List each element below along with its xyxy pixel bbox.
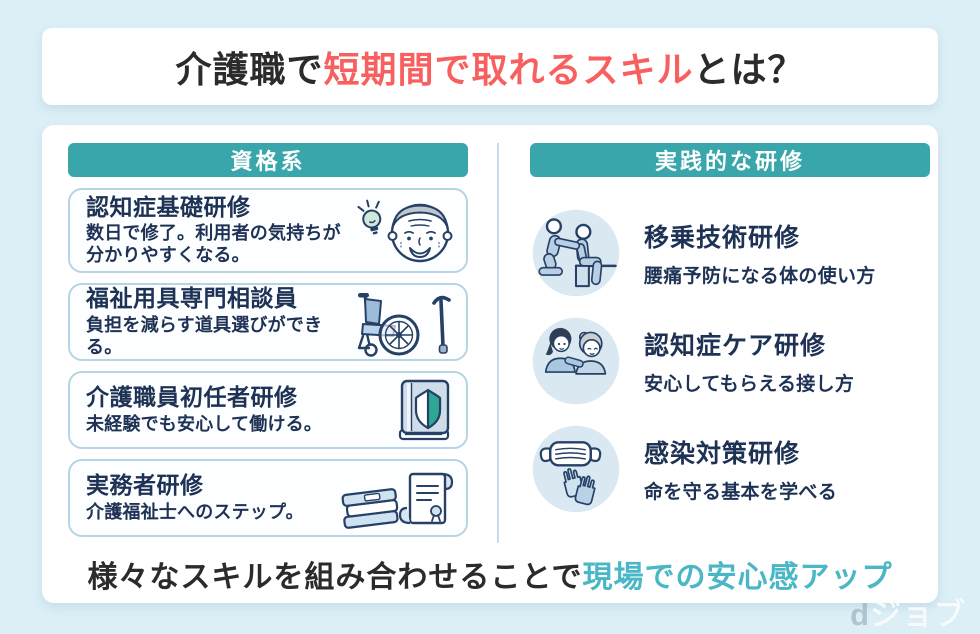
footer-message: 様々なスキルを組み合わせることで現場での安心感アップ: [42, 552, 938, 596]
qualifications-header: 資格系: [68, 143, 468, 177]
lightbulb-elderly-icon: [356, 196, 456, 266]
djob-logo-text: ジョブ: [870, 597, 966, 632]
footer-message-prefix: 様々なスキルを組み合わせることで: [87, 561, 583, 594]
books-certificate-icon: [338, 464, 456, 532]
cert-title: 認知症基礎研修: [86, 193, 251, 220]
training-desc: 命を守る基本を学べる: [644, 482, 838, 503]
dementia-care-icon: [530, 315, 622, 407]
cert-box-initial-training: 介護職員初任者研修 未経験でも安心して働ける。: [68, 371, 468, 449]
cert-title: 福祉用具専門相談員: [86, 285, 298, 312]
training-title: 移乗技術研修: [644, 224, 801, 252]
beginner-book-icon: [390, 376, 456, 444]
training-title: 感染対策研修: [644, 440, 801, 468]
training-item-transfer: 移乗技術研修 腰痛予防になる体の使い方: [530, 207, 930, 299]
page-title: 介護職で短期間で取れるスキルとは？: [175, 41, 804, 93]
footer-message-highlight: 現場での安心感アップ: [582, 561, 893, 594]
title-highlight: 短期間で取れるスキル: [323, 48, 694, 90]
djob-logo: dジョブ: [850, 589, 966, 634]
cert-desc: 介護福祉士へのステップ。: [86, 501, 304, 522]
title-card: 介護職で短期間で取れるスキルとは？: [42, 28, 938, 105]
practical-training-header-label: 実践的な研修: [654, 149, 805, 174]
transfer-assist-icon: [530, 207, 622, 299]
cert-desc: 数日で修了。利用者の気持ちが分かりやすくなる。: [86, 223, 341, 266]
training-item-dementia-care: 認知症ケア研修 安心してもらえる接し方: [530, 315, 930, 407]
cert-box-welfare-equipment: 福祉用具専門相談員 負担を減らす道具選びができる。: [68, 283, 468, 361]
practical-training-header: 実践的な研修: [530, 143, 930, 177]
wheelchair-cane-icon: [346, 286, 456, 358]
cert-desc: 未経験でも安心して働ける。: [86, 413, 323, 434]
cert-desc: 負担を減らす道具選びができる。: [86, 314, 323, 357]
title-prefix: 介護職で: [175, 48, 324, 90]
qualifications-column: 資格系 認知症基礎研修 数日で修了。利用者の気持ちが分かりやすくなる。: [68, 143, 468, 537]
qualifications-header-label: 資格系: [230, 149, 306, 174]
content-card: 資格系 認知症基礎研修 数日で修了。利用者の気持ちが分かりやすくなる。: [42, 125, 938, 603]
title-suffix: とは？: [693, 48, 805, 90]
training-desc: 腰痛予防になる体の使い方: [644, 266, 876, 287]
training-title: 認知症ケア研修: [644, 332, 827, 360]
cert-box-dementia-basic: 認知症基礎研修 数日で修了。利用者の気持ちが分かりやすくなる。: [68, 188, 468, 273]
djob-logo-d: d: [850, 597, 870, 632]
column-divider: [497, 143, 499, 543]
practical-training-column: 実践的な研修: [530, 143, 930, 515]
training-desc: 安心してもらえる接し方: [644, 374, 855, 395]
cert-box-practitioner-training: 実務者研修 介護福祉士へのステップ。: [68, 459, 468, 537]
infection-mask-gloves-icon: [530, 423, 622, 515]
cert-title: 介護職員初任者研修: [86, 384, 298, 411]
cert-title: 実務者研修: [86, 472, 204, 499]
training-item-infection-control: 感染対策研修 命を守る基本を学べる: [530, 423, 930, 515]
